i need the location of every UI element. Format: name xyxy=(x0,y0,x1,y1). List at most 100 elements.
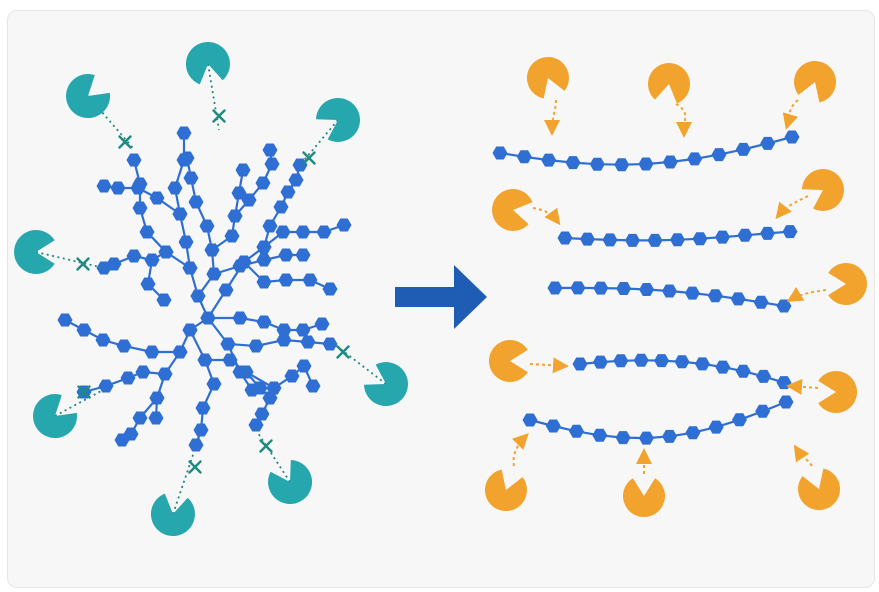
branch-chain-10 xyxy=(200,311,330,337)
monomer-hexagon xyxy=(715,230,730,244)
monomer-hexagon xyxy=(737,228,753,242)
monomer-hexagon xyxy=(178,235,194,249)
monomer-hexagon xyxy=(302,273,318,287)
dotted-arrow xyxy=(786,286,827,303)
enzyme-icon xyxy=(150,493,195,537)
dotted-arrow xyxy=(793,444,813,467)
monomer-hexagon xyxy=(730,292,746,306)
monomer-hexagon xyxy=(276,333,292,347)
monomer-hexagon xyxy=(662,155,678,169)
monomer-hexagon xyxy=(670,233,685,247)
monomer-hexagon xyxy=(262,143,278,157)
active-enzyme-8 xyxy=(484,433,529,512)
monomer-hexagon xyxy=(776,376,792,390)
monomer-hexagon xyxy=(638,157,654,171)
monomer-hexagon xyxy=(516,150,532,164)
enzyme-icon xyxy=(66,74,111,119)
monomer-hexagon xyxy=(492,146,508,160)
monomer-hexagon xyxy=(580,232,595,246)
x-mark-icon xyxy=(336,345,350,359)
monomer-hexagon xyxy=(522,413,538,427)
enzyme-icon xyxy=(794,60,837,103)
monomer-hexagon xyxy=(674,355,690,369)
monomer-hexagon xyxy=(305,379,321,393)
monomer-hexagon xyxy=(602,233,618,247)
monomer-hexagon xyxy=(110,181,126,195)
monomer-hexagon xyxy=(288,173,304,187)
monomer-hexagon xyxy=(755,404,771,418)
branch-chain-17 xyxy=(238,359,321,395)
enzyme-icon xyxy=(364,362,408,407)
monomer-hexagon xyxy=(295,248,311,262)
x-mark-icon xyxy=(259,439,273,453)
monomer-hexagon xyxy=(295,225,311,239)
monomer-hexagon xyxy=(220,337,236,351)
monomer-hexagon xyxy=(190,289,206,303)
monomer-hexagon xyxy=(687,152,703,166)
monomer-hexagon xyxy=(572,357,588,371)
monomer-hexagon xyxy=(316,225,332,239)
monomer-hexagon xyxy=(57,313,73,327)
monomer-hexagon xyxy=(206,377,222,391)
monomer-hexagon xyxy=(760,226,775,240)
branch-chain-6 xyxy=(200,218,352,325)
branch-chain-13 xyxy=(76,365,173,399)
blocked-enzyme-4 xyxy=(33,385,104,439)
linear-chain-2 xyxy=(557,225,798,247)
monomer-hexagon xyxy=(593,281,609,295)
enzyme-icon xyxy=(648,63,691,104)
monomer-hexagon xyxy=(95,333,111,347)
x-mark-icon xyxy=(302,151,316,165)
monomer-hexagon xyxy=(638,431,654,445)
glycosidic-bond-line xyxy=(529,400,787,440)
monomer-hexagon xyxy=(735,364,751,378)
monomer-hexagon xyxy=(218,283,234,297)
monomer-hexagon xyxy=(195,401,211,415)
monomer-hexagon xyxy=(782,225,798,239)
monomer-hexagon xyxy=(120,371,136,385)
active-enzyme-6 xyxy=(488,340,569,382)
branch-chain-2 xyxy=(96,179,188,221)
monomer-hexagon xyxy=(116,339,132,353)
blocked-enzyme-6 xyxy=(255,429,313,504)
dotted-arrow xyxy=(511,433,529,467)
monomer-hexagon xyxy=(188,438,204,452)
monomer-hexagon xyxy=(569,424,584,438)
enzyme-icon xyxy=(798,468,841,511)
branched-polymer-panel xyxy=(14,41,408,537)
enzyme-icon xyxy=(492,188,533,231)
monomer-hexagon xyxy=(148,411,164,425)
enzyme-icon xyxy=(802,168,844,211)
monomer-hexagon xyxy=(248,339,264,353)
monomer-hexagon xyxy=(613,354,629,368)
enzyme-icon xyxy=(818,371,858,413)
enzyme-icon xyxy=(316,97,360,142)
monomer-hexagon xyxy=(692,232,708,246)
monomer-hexagon xyxy=(592,428,608,442)
monomer-hexagon xyxy=(589,157,605,171)
dotted-arrow xyxy=(532,207,561,226)
monomer-hexagon xyxy=(639,283,655,296)
monomer-hexagon xyxy=(295,323,311,337)
monomer-hexagon xyxy=(715,360,731,374)
monomer-hexagon xyxy=(753,295,769,309)
monomer-hexagon xyxy=(256,253,272,267)
blocked-enzyme-2 xyxy=(299,97,360,166)
enzyme-icon xyxy=(526,56,569,99)
enzyme-icon xyxy=(484,469,527,512)
dotted-arrow xyxy=(786,378,819,395)
monomer-hexagon xyxy=(197,353,213,367)
monomer-hexagon xyxy=(193,423,209,437)
blocked-enzyme-5 xyxy=(150,451,202,537)
branch-chain-5 xyxy=(227,143,280,223)
monomer-hexagon xyxy=(633,353,649,367)
monomer-hexagon xyxy=(545,419,561,433)
branch-chain-12 xyxy=(57,313,188,359)
active-enzyme-2 xyxy=(782,60,837,130)
monomer-hexagon xyxy=(167,181,183,195)
monomer-hexagon xyxy=(176,126,192,140)
x-mark-icon xyxy=(77,385,91,399)
monomer-hexagon xyxy=(314,317,330,331)
dotted-link-line xyxy=(299,119,339,166)
monomer-hexagon xyxy=(264,157,280,171)
